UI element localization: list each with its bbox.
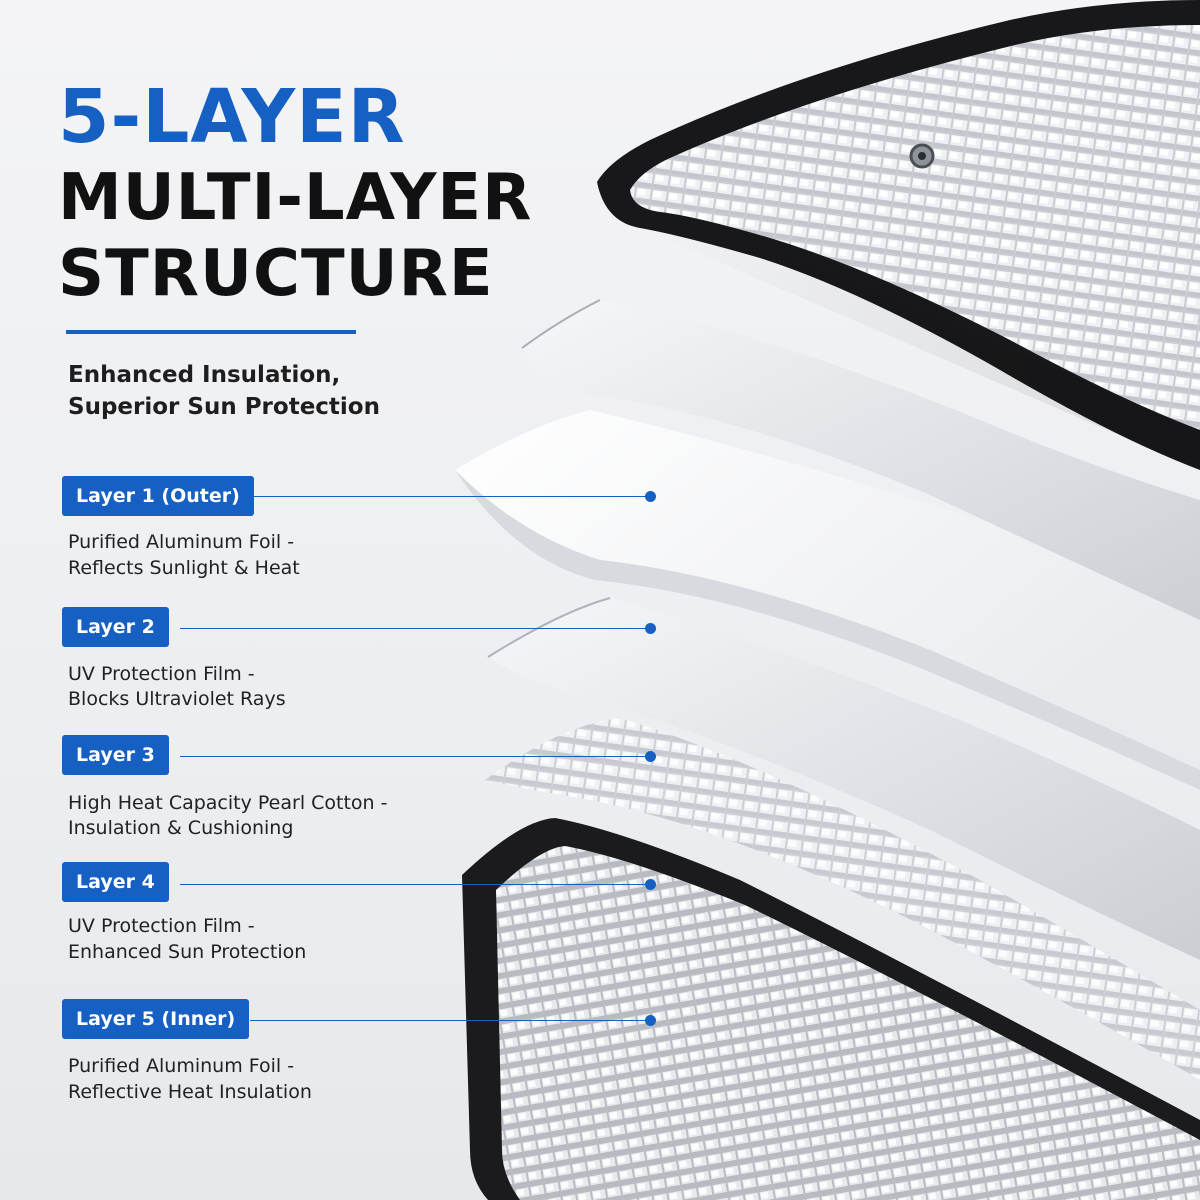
layer-4-marker-dot (645, 879, 656, 890)
subtitle-line-1: Enhanced Insulation, (68, 362, 341, 388)
layer-1-film (521, 299, 1200, 620)
layer-5-foil-panel (462, 818, 1200, 1200)
layer-3-film (487, 597, 1200, 960)
layer-1-description-line-1: Purified Aluminum Foil - (68, 531, 295, 553)
layer-1-connector (250, 496, 650, 497)
layer-2-description-line-1: UV Protection Film - (68, 663, 255, 685)
layer-4-description-line-1: UV Protection Film - (68, 915, 255, 937)
headline-line-3: STRUCTURE (58, 237, 494, 311)
layer-1-marker-dot (645, 491, 656, 502)
layer-5-description-line-1: Purified Aluminum Foil - (68, 1055, 295, 1077)
layer-5-marker-dot (645, 1015, 656, 1026)
layer-4-film (485, 718, 1200, 1080)
headline-line-2: MULTI-LAYER (58, 161, 533, 235)
layer-5-description-line-2: Reflective Heat Insulation (68, 1081, 312, 1103)
layer-5-connector (250, 1020, 650, 1021)
top-foil-panel (597, 0, 1200, 470)
headline-accent: 5-LAYER (58, 74, 406, 160)
layer-2-description-line-2: Blocks Ultraviolet Rays (68, 688, 286, 710)
layer-4-badge: Layer 4 (62, 862, 169, 902)
layer-2-badge: Layer 2 (62, 607, 169, 647)
layer-3-description-line-2: Insulation & Cushioning (68, 817, 294, 839)
layer-1-description-line-2: Reflects Sunlight & Heat (68, 557, 300, 579)
layer-2-cotton (455, 410, 1200, 790)
layer-3-badge: Layer 3 (62, 735, 169, 775)
layer-4-description-line-2: Enhanced Sun Protection (68, 941, 307, 963)
layer-1-badge: Layer 1 (Outer) (62, 476, 254, 516)
layer-3-description-line-1: High Heat Capacity Pearl Cotton - (68, 792, 388, 814)
layer-4-connector (180, 884, 650, 885)
layer-3-marker-dot (645, 751, 656, 762)
layer-3-connector (180, 756, 650, 757)
title-divider (66, 330, 356, 334)
subtitle-line-2: Superior Sun Protection (68, 394, 380, 420)
layer-5-badge: Layer 5 (Inner) (62, 999, 250, 1039)
layer-2-marker-dot (645, 623, 656, 634)
layer-2-connector (180, 628, 650, 629)
